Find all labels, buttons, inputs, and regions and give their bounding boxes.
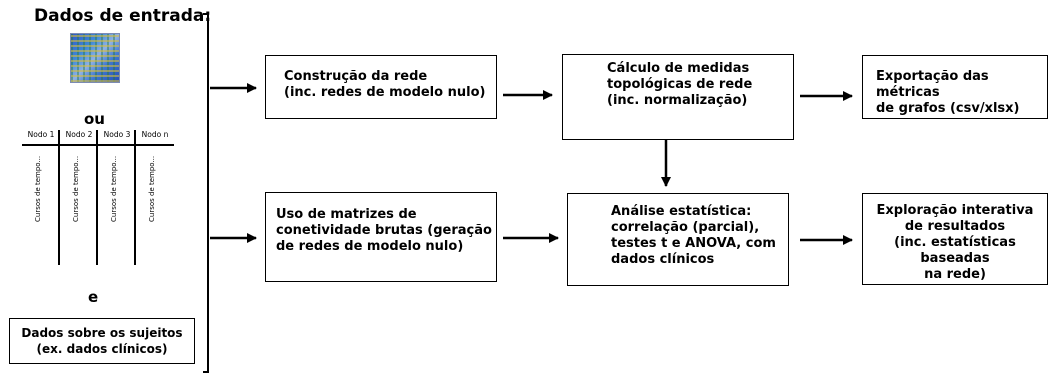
and-label: e <box>88 288 99 306</box>
subjects-data-text: Dados sobre os sujeitos (ex. dados clíni… <box>21 326 183 356</box>
node-header-row: Nodo 1 Nodo 2 Nodo 3 Nodo n <box>22 130 174 139</box>
topology-metrics-text: Cálculo de medidas topológicas de rede (… <box>607 61 753 108</box>
input-bracket <box>203 13 209 373</box>
column-divider <box>58 130 60 265</box>
export-metrics-text: Exportação das métricas de grafos (csv/x… <box>876 69 1020 116</box>
node-header: Nodo 1 <box>27 130 55 139</box>
statistical-analysis-text: Análise estatística: correlação (parcial… <box>611 204 776 267</box>
topology-metrics-box: Cálculo de medidas topológicas de rede (… <box>562 54 794 140</box>
timecourse-table: Nodo 1 Nodo 2 Nodo 3 Nodo n Cursos de te… <box>22 130 174 270</box>
network-construction-box: Construção da rede (inc. redes de modelo… <box>265 55 497 119</box>
interactive-exploration-box: Exploração interativa de resultados (inc… <box>862 193 1048 285</box>
or-label: ou <box>84 110 105 128</box>
node-header: Nodo 2 <box>65 130 93 139</box>
raw-matrices-box: Uso de matrizes de conetividade brutas (… <box>265 192 497 282</box>
network-construction-text: Construção da rede (inc. redes de modelo… <box>284 69 486 100</box>
table-header-line <box>22 144 174 146</box>
connectivity-matrix-thumbnail <box>70 33 120 83</box>
column-divider <box>96 130 98 265</box>
node-header: Nodo n <box>141 130 169 139</box>
column-divider <box>134 130 136 265</box>
input-data-title: Dados de entrada: <box>34 6 212 26</box>
raw-matrices-text: Uso de matrizes de conetividade brutas (… <box>276 207 492 254</box>
statistical-analysis-box: Análise estatística: correlação (parcial… <box>567 193 789 286</box>
interactive-exploration-text: Exploração interativa de resultados (inc… <box>876 203 1034 282</box>
subjects-data-box: Dados sobre os sujeitos (ex. dados clíni… <box>9 318 195 364</box>
export-metrics-box: Exportação das métricas de grafos (csv/x… <box>862 55 1048 119</box>
node-header: Nodo 3 <box>103 130 131 139</box>
